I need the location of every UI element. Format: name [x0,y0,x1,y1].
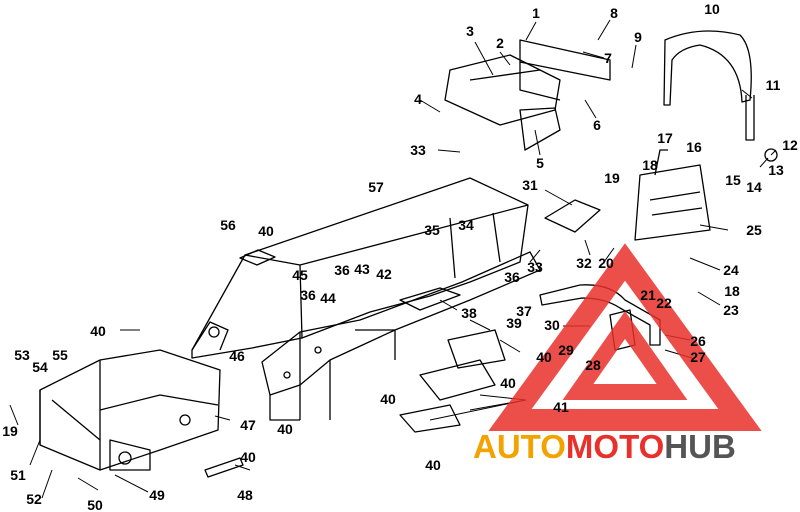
callout-36: 36 [334,262,350,278]
backrest [663,30,778,162]
running-board [261,251,541,421]
part-39 [447,329,506,369]
callout-11: 11 [766,77,781,93]
callout-44: 44 [320,290,336,306]
callout-25: 25 [746,222,762,238]
callout-38: 38 [461,305,477,321]
part-41-bracket [399,404,461,433]
callout-36: 36 [504,269,520,285]
callout-10: 10 [704,1,720,17]
callout-57: 57 [368,179,384,195]
watermark-hub: HUB [664,428,736,465]
callout-31: 31 [522,177,538,193]
callout-40: 40 [500,375,516,391]
callout-16: 16 [686,139,702,155]
callout-6: 6 [593,117,601,133]
callout-40: 40 [90,323,106,339]
callout-50: 50 [87,497,103,512]
watermark-moto: MOTO [565,428,665,465]
callout-34: 34 [458,217,474,233]
callout-56: 56 [220,217,236,233]
callout-40: 40 [258,223,274,239]
callout-4: 4 [414,91,422,107]
callout-2: 2 [496,35,504,51]
rack-bracket [634,149,711,241]
plate-56 [239,249,276,266]
callout-45: 45 [292,267,308,283]
callout-18: 18 [642,157,658,173]
callout-40: 40 [536,349,552,365]
callout-48: 48 [237,487,253,503]
tunnel-frame [191,177,529,359]
callout-47: 47 [240,417,256,433]
callout-19: 19 [2,423,18,439]
callout-15: 15 [725,172,741,188]
callout-53: 53 [14,347,30,363]
callout-5: 5 [536,155,544,171]
callout-12: 12 [782,137,798,153]
callout-8: 8 [610,5,618,21]
callout-32: 32 [576,255,592,271]
callout-46: 46 [229,348,245,364]
callout-19: 19 [604,170,620,186]
callout-20: 20 [598,255,614,271]
brace-bracket [204,457,244,478]
callout-41: 41 [553,399,569,415]
callout-42: 42 [376,266,392,282]
callout-29: 29 [558,342,574,358]
watermark-logo: AUTOMOTOHUB [473,428,736,466]
callout-23: 23 [723,302,739,318]
seat-bracket [444,39,611,151]
watermark-auto: AUTO [473,428,566,465]
callout-28: 28 [585,357,601,373]
callout-7: 7 [604,50,612,66]
callout-36: 36 [300,287,316,303]
callout-3: 3 [466,23,474,39]
callout-17: 17 [657,130,673,146]
callout-14: 14 [746,179,762,195]
callout-51: 51 [10,467,26,483]
callout-49: 49 [149,487,165,503]
part-40-bracket [419,359,496,401]
callout-40: 40 [240,449,256,465]
callout-52: 52 [26,491,42,507]
callout-27: 27 [690,349,706,365]
callout-54: 54 [32,359,48,375]
callout-30: 30 [544,317,560,333]
callout-40: 40 [425,457,441,473]
callout-13: 13 [768,162,784,178]
callout-35: 35 [424,222,440,238]
bracket-31 [544,199,601,233]
part-38 [399,287,461,311]
callout-18: 18 [724,283,740,299]
callout-21: 21 [640,287,656,303]
callout-55: 55 [52,347,68,363]
callout-33: 33 [527,259,543,275]
callout-40: 40 [380,391,396,407]
callout-22: 22 [656,295,672,311]
callout-33: 33 [410,142,426,158]
watermark-inner-triangle-icon [562,311,688,400]
callout-37: 37 [516,303,532,319]
watermark-triangle-icon [488,243,762,431]
callout-43: 43 [354,261,370,277]
callout-40: 40 [277,421,293,437]
callout-26: 26 [690,333,706,349]
callout-1: 1 [532,5,540,21]
callout-9: 9 [634,29,642,45]
callout-24: 24 [723,262,739,278]
front-bulkhead [39,349,221,471]
callout-39: 39 [506,315,522,331]
